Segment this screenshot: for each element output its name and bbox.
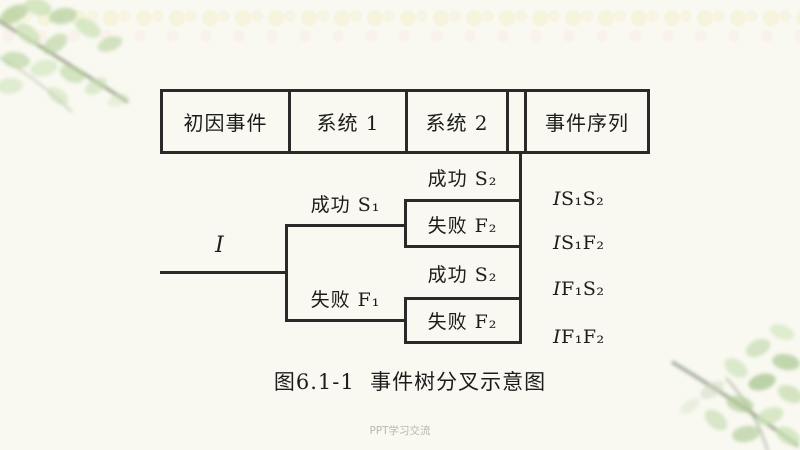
sequence-IS1S2: IS₁S₂ [553, 188, 605, 210]
initiating-event-line [160, 271, 288, 274]
watermark-text: PPT学习交流 [369, 425, 431, 437]
system1-failure-label: 失败 F₁ [310, 289, 381, 311]
event-tree-header-row: 初因事件 系统 1 系统 2 事件序列 [160, 89, 650, 154]
system1-failure-line [285, 319, 407, 322]
system2-success-lower-label: 成功 S₂ [427, 264, 498, 286]
header-gap [506, 92, 524, 151]
system2-success-upper-label: 成功 S₂ [427, 168, 498, 190]
sequence-terminal-line [519, 152, 522, 344]
sequence-IF1F2: IF₁F₂ [553, 326, 605, 348]
sequence-IF1S2: IF₁S₂ [553, 278, 605, 300]
system1-success-line [285, 224, 407, 227]
header-system-1: 系统 1 [288, 92, 405, 151]
system1-success-label: 成功 S₁ [310, 194, 381, 216]
leaves-decoration-top-left [0, 0, 129, 113]
sequence-IS1F2: IS₁F₂ [553, 232, 605, 254]
system1-branch-vertical [285, 224, 288, 322]
top-border-pattern [0, 6, 800, 46]
initiating-event-label: I [215, 233, 225, 258]
header-system-2: 系统 2 [405, 92, 506, 151]
header-initiating-event: 初因事件 [183, 111, 268, 135]
header-event-sequence: 事件序列 [524, 92, 647, 151]
system2-failure-lower-label: 失败 F₂ [427, 311, 498, 333]
system2-failure-upper-label: 失败 F₂ [427, 215, 498, 237]
figure-caption: 图6.1-1 事件树分叉示意图 [273, 370, 547, 394]
